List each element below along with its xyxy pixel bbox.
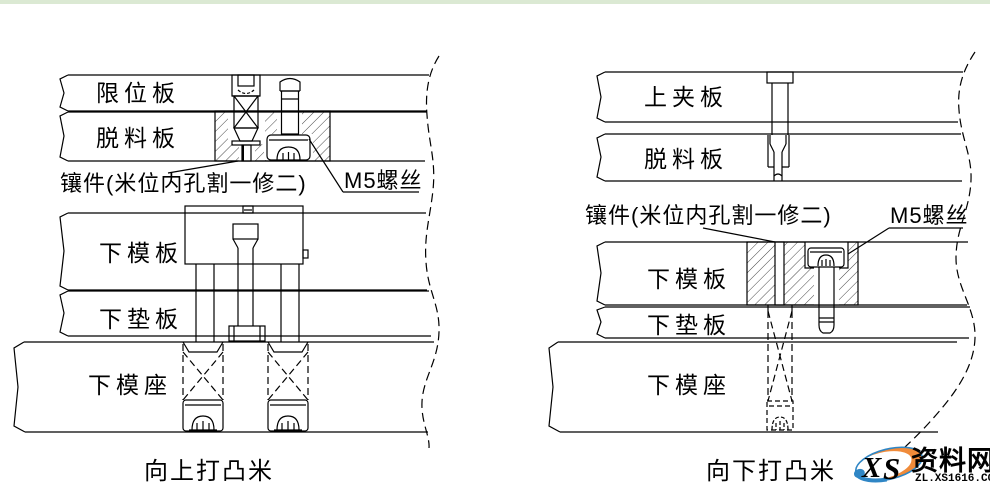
left-insert-label: 镶件(米位内孔割一修二) <box>60 171 307 196</box>
right-plate-label-backing: 下垫板 <box>647 312 731 338</box>
watermark-logo: X S 资料网 ZL.XS1616.COM <box>852 446 990 486</box>
left-diagram: 限位板 脱料板 镶件(米位内孔割一修二) M5螺丝 下模板 下垫板 下模座 向上… <box>13 55 440 485</box>
left-m5-screw <box>266 77 311 161</box>
left-upper-punch <box>231 74 261 162</box>
left-screw-label: M5螺丝 <box>344 168 423 193</box>
right-m5-screw <box>807 247 845 334</box>
left-bottom-fastener-1 <box>182 341 224 432</box>
right-upper-punch <box>766 71 794 181</box>
right-plate-label-lower-die: 下模板 <box>647 266 731 292</box>
right-caption: 向下打凸米 <box>706 458 836 485</box>
left-caption: 向上打凸米 <box>144 458 274 485</box>
left-plate-label-holder: 下模座 <box>88 372 172 398</box>
logo-letter-x: X <box>861 452 882 484</box>
site-name: 资料网 <box>911 446 990 476</box>
right-screw-label: M5螺丝 <box>890 203 969 228</box>
right-plate-label-stripper: 脱料板 <box>644 146 728 172</box>
logo-letter-s: S <box>883 451 900 486</box>
right-plate-label-clamp: 上夹板 <box>644 84 728 110</box>
left-insert-hatch-block <box>214 110 331 162</box>
site-url: ZL.XS1616.COM <box>915 473 990 485</box>
left-plate-outlines <box>13 74 434 433</box>
left-plate-label-lower-die: 下模板 <box>99 240 183 266</box>
left-plate-label-backing: 下垫板 <box>99 306 183 332</box>
left-leader-lines <box>167 138 419 193</box>
right-leader-lines <box>702 227 963 255</box>
right-diagram: 上夹板 脱料板 镶件(米位内孔割一修二) M5螺丝 下模板 下垫板 下模座 向下… <box>548 51 976 485</box>
left-plate-label-stripper: 脱料板 <box>96 125 180 151</box>
top-border-strip <box>0 0 990 4</box>
right-insert-hatch-block <box>746 241 859 306</box>
right-plate-outlines <box>548 71 970 433</box>
left-plate-label-limit: 限位板 <box>96 80 180 106</box>
right-plate-label-holder: 下模座 <box>647 372 731 398</box>
left-break-line <box>421 55 440 449</box>
left-bottom-fastener-2 <box>267 341 309 432</box>
left-lower-insert <box>184 205 309 342</box>
right-break-line <box>902 51 976 450</box>
right-hidden-fastener <box>766 305 794 431</box>
right-insert-label: 镶件(米位内孔割一修二) <box>585 203 832 228</box>
logo-swoosh <box>852 446 923 483</box>
